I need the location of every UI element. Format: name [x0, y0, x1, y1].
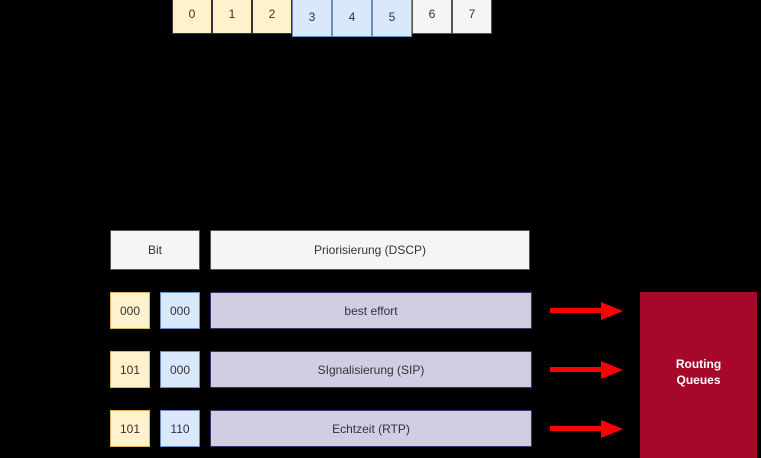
flow-arrow-best-effort	[550, 302, 623, 320]
header-priorisierung-dscp: Priorisierung (DSCP)	[210, 230, 530, 270]
bit-cell-0: 0	[172, 0, 212, 34]
class-bits-cell: 101	[110, 351, 150, 388]
arrow-shaft	[550, 426, 603, 431]
class-bits-cell: 000	[110, 292, 150, 329]
routing-queues-label-line2: Queues	[676, 372, 721, 387]
arrow-head-icon	[601, 302, 623, 320]
bit-cell-4: 4	[332, 0, 372, 37]
arrow-shaft	[550, 367, 603, 372]
arrow-head-icon	[601, 361, 623, 379]
arrow-head-icon	[601, 420, 623, 438]
priority-label-cell: best effort	[210, 292, 532, 329]
priority-label-cell: SIgnalisierung (SIP)	[210, 351, 532, 388]
priority-label-cell: Echtzeit (RTP)	[210, 410, 532, 447]
bit-cell-5: 5	[372, 0, 412, 37]
arrow-shaft	[550, 308, 603, 313]
bit-cell-1: 1	[212, 0, 252, 34]
bit-cell-3: 3	[292, 0, 332, 37]
flow-arrow-signalisierung	[550, 361, 623, 379]
header-bit: Bit	[110, 230, 200, 270]
class-bits-cell: 101	[110, 410, 150, 447]
routing-queues-label-line1: Routing	[675, 356, 722, 371]
drop-bits-cell: 000	[160, 292, 200, 329]
drop-bits-cell: 110	[160, 410, 200, 447]
routing-queues-box: Routing Queues	[640, 292, 757, 458]
drop-bits-cell: 000	[160, 351, 200, 388]
bit-cell-7: 7	[452, 0, 492, 34]
bit-cell-6: 6	[412, 0, 452, 34]
bit-cell-2: 2	[252, 0, 292, 34]
flow-arrow-echtzeit	[550, 420, 623, 438]
